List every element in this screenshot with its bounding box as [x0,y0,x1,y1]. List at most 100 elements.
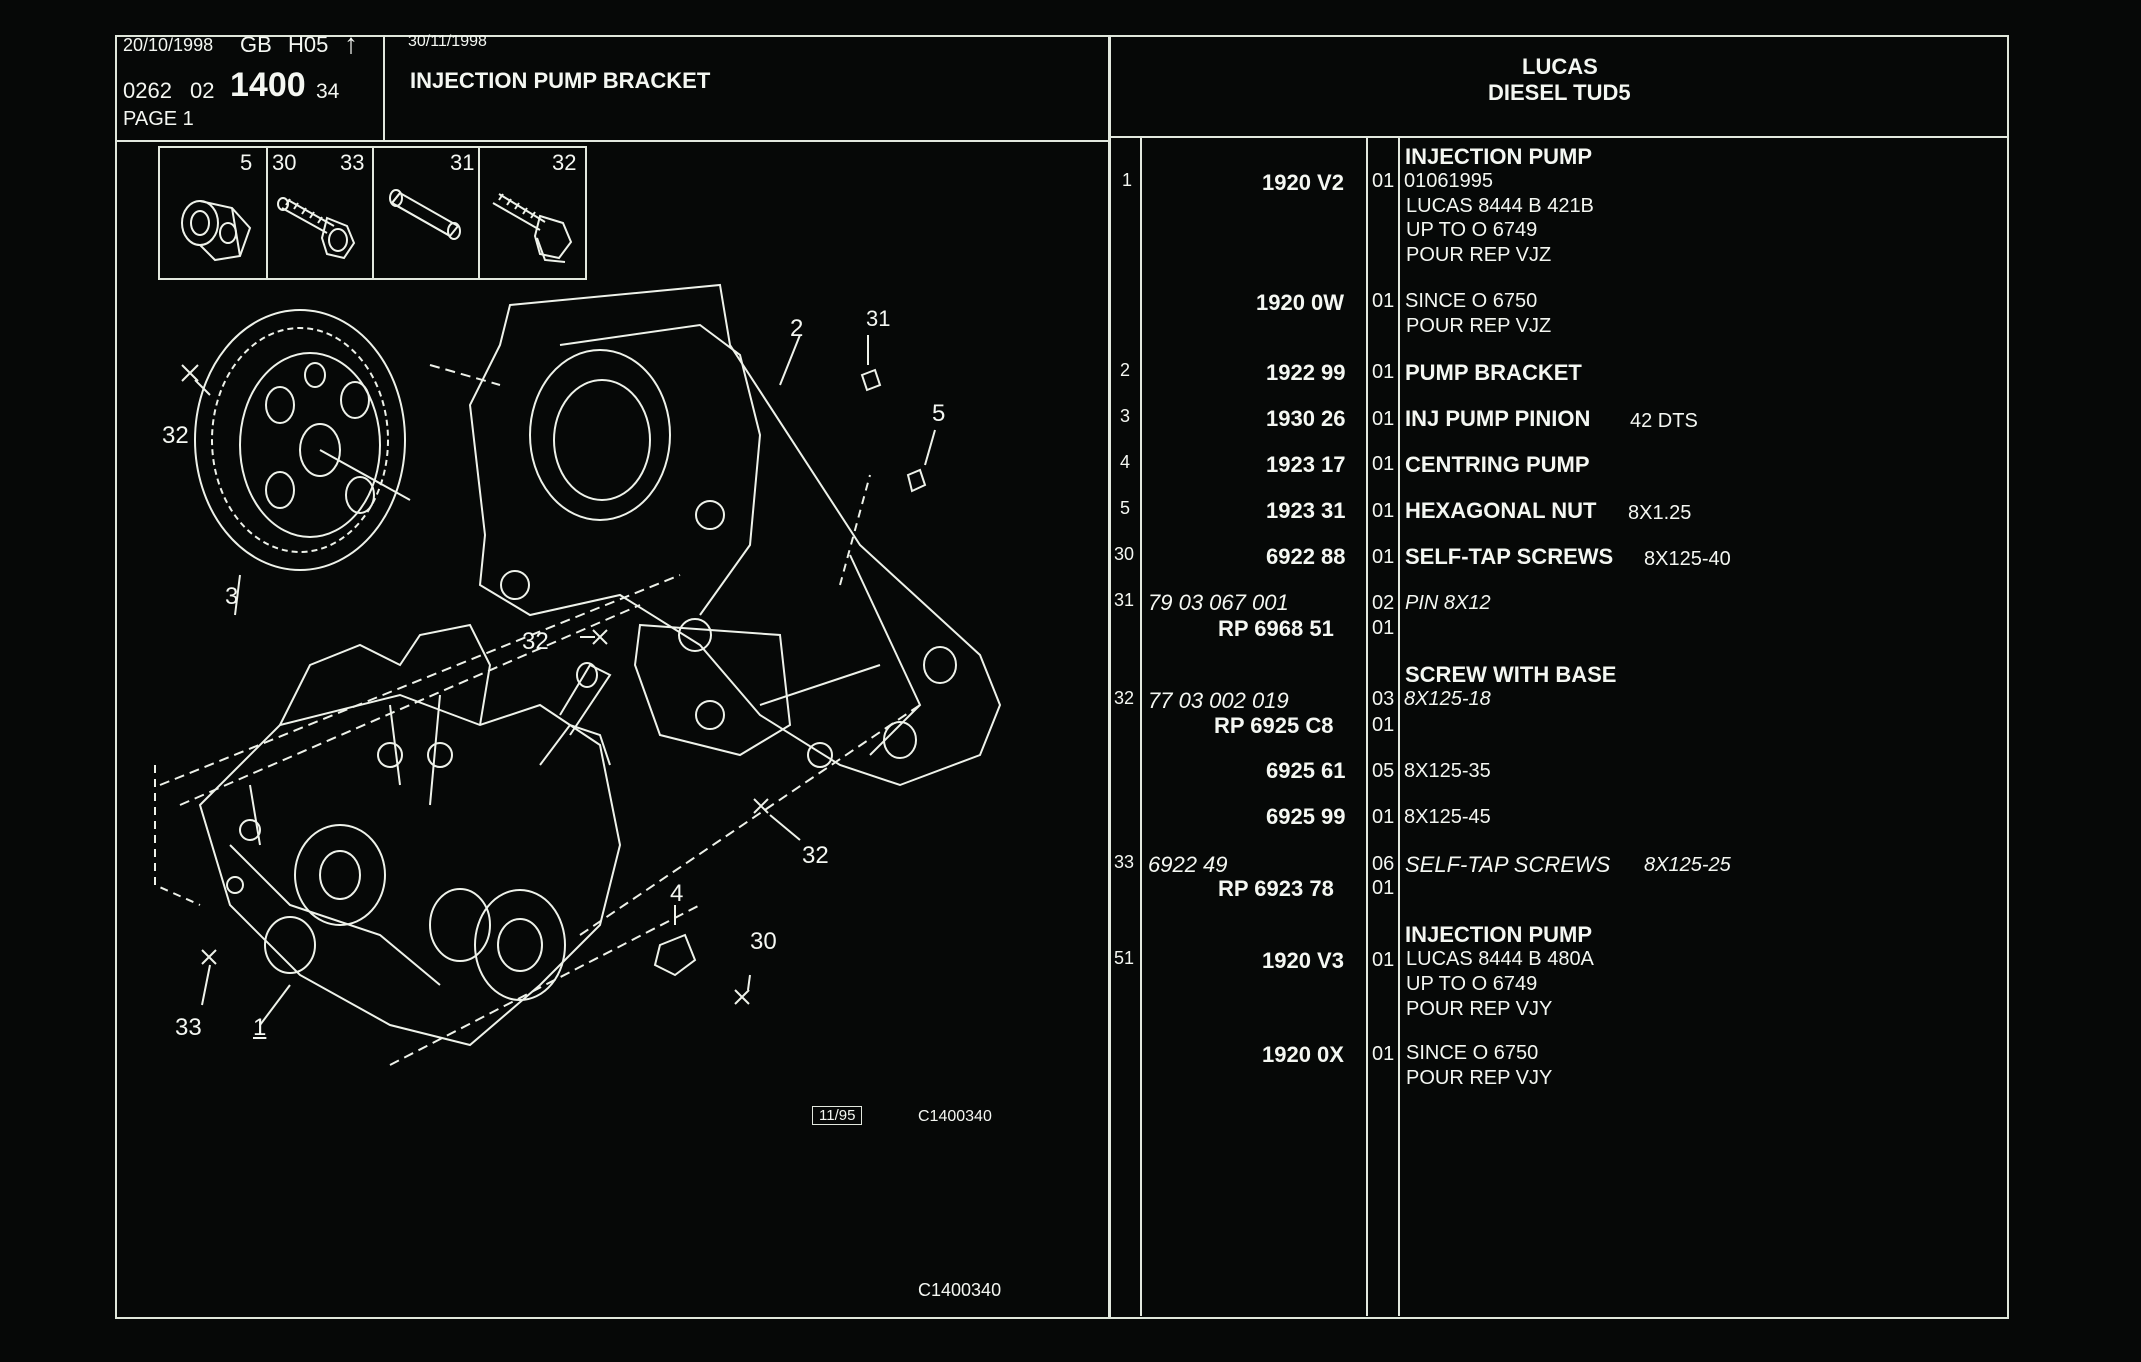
ref-number: 1 [1122,170,1133,190]
header-date-2: 30/11/1998 [408,33,487,50]
part-note: POUR REP VJY [1406,1067,1553,1089]
quantity: 06 [1372,853,1395,875]
part-number: 1922 99 [1266,360,1346,385]
centring-part-icon [655,935,695,975]
x-marker-icon [593,630,607,644]
part-description: HEXAGONAL NUT [1405,498,1597,523]
quantity: 03 [1372,688,1395,710]
pin-part-icon [862,370,880,390]
thumb-label: 31 [450,150,475,175]
part-description: 8X125-35 [1404,760,1491,782]
header-rule-right [1110,136,2007,138]
part-number: 1920 V2 [1262,170,1344,195]
thumb-label: 32 [552,150,577,175]
thumb-divider [372,148,374,278]
part-number: 6925 61 [1266,758,1346,783]
quantity: 05 [1372,760,1395,782]
brand-line-1: LUCAS [1522,54,1598,79]
part-description: PUMP BRACKET [1405,360,1582,385]
part-number: 1920 0W [1256,290,1345,315]
x-marker-icon [202,950,216,964]
injection-pump-icon [200,625,620,1045]
quantity: 01 [1372,806,1395,828]
callout-label: 33 [175,1014,202,1041]
header-rule-left [115,140,1110,142]
ref-number: 30 [1114,544,1135,564]
callout-label: 2 [790,315,804,342]
part-note: UP TO O 6749 [1406,219,1538,241]
part-note: 01061995 [1404,170,1493,192]
quantity: 01 [1372,170,1395,192]
callout-label: 5 [932,400,946,427]
ref-number: 32 [1114,688,1135,708]
callout-label: 3 [225,583,239,610]
callout-label: 30 [750,928,777,955]
x-marker-icon [182,365,198,381]
drawing-code-footer: C1400340 [918,1280,1002,1300]
drawing-code: C1400340 [918,1108,992,1125]
quantity: 01 [1372,500,1395,522]
alt-part-number: 6922 49 [1148,852,1228,877]
revision-stamp: 11/95 [812,1106,863,1125]
part-number: 6925 99 [1266,804,1346,829]
part-description-small: 42 DTS [1630,410,1698,432]
ref-b: 02 [190,78,215,103]
quantity-2: 01 [1372,877,1395,899]
screw-with-base-icon [485,178,580,273]
quantity: 01 [1372,408,1395,430]
thumb-label: 30 [272,150,297,175]
part-note: LUCAS 8444 B 421B [1406,195,1594,217]
part-description: SCREW WITH BASE [1405,662,1617,687]
part-description: INJ PUMP PINION [1405,406,1591,431]
parts-col-divider [1366,136,1368,1316]
thumb-divider [478,148,480,278]
part-note: POUR REP VJY [1406,998,1553,1020]
part-number: RP 6923 78 [1218,876,1334,901]
part-note: POUR REP VJZ [1406,244,1552,266]
quantity: 01 [1372,546,1395,568]
part-number: RP 6925 C8 [1214,713,1334,738]
callout-label: 4 [670,880,684,907]
pump-bracket-icon [470,285,1000,785]
quantity: 01 [1372,949,1395,971]
center-divider [1108,35,1111,1317]
brand-line-2: DIESEL TUD5 [1488,80,1631,105]
ref-a: 0262 [123,78,172,103]
callout-label: 32 [522,628,549,655]
screw-icon [272,178,367,273]
part-number: 6922 88 [1266,544,1346,569]
part-description: SELF-TAP SCREWS [1405,544,1614,569]
part-description-small: 8X125-25 [1644,854,1731,876]
thumbnail-strip: 5 30 33 31 32 [158,146,587,280]
ref-c: 34 [316,80,340,103]
part-number: 1923 31 [1266,498,1346,523]
callout-label: 31 [866,306,891,331]
part-number: 1930 26 [1266,406,1346,431]
ref-main: 1400 [230,66,306,104]
part-description: 8X125-18 [1404,688,1491,710]
ref-number: 51 [1114,948,1135,968]
alt-part-number: 79 03 067 001 [1148,590,1289,615]
ref-number: 2 [1120,360,1131,380]
quantity: 01 [1372,1043,1395,1065]
part-description: PIN 8X12 [1405,592,1491,614]
nut-icon [170,178,260,273]
part-number: 1920 V3 [1262,948,1344,973]
part-description: INJECTION PUMP [1405,922,1593,947]
outer-frame [115,35,2009,1319]
quantity: 02 [1372,592,1395,614]
quantity-2: 01 [1372,714,1395,736]
page-number: PAGE 1 [123,108,194,130]
alt-part-number: 77 03 002 019 [1148,688,1289,713]
pin-icon [380,178,475,273]
header-country: GB [240,32,272,57]
up-arrow-icon: ↑ [344,28,358,59]
part-description: SINCE O 6750 [1405,290,1538,312]
ref-number: 33 [1114,852,1135,872]
exploded-diagram [140,285,1040,1085]
header-date: 20/10/1998 [123,35,214,55]
header-separator [383,35,385,141]
thumb-label: 33 [340,150,365,175]
thumb-label: 5 [240,150,253,175]
